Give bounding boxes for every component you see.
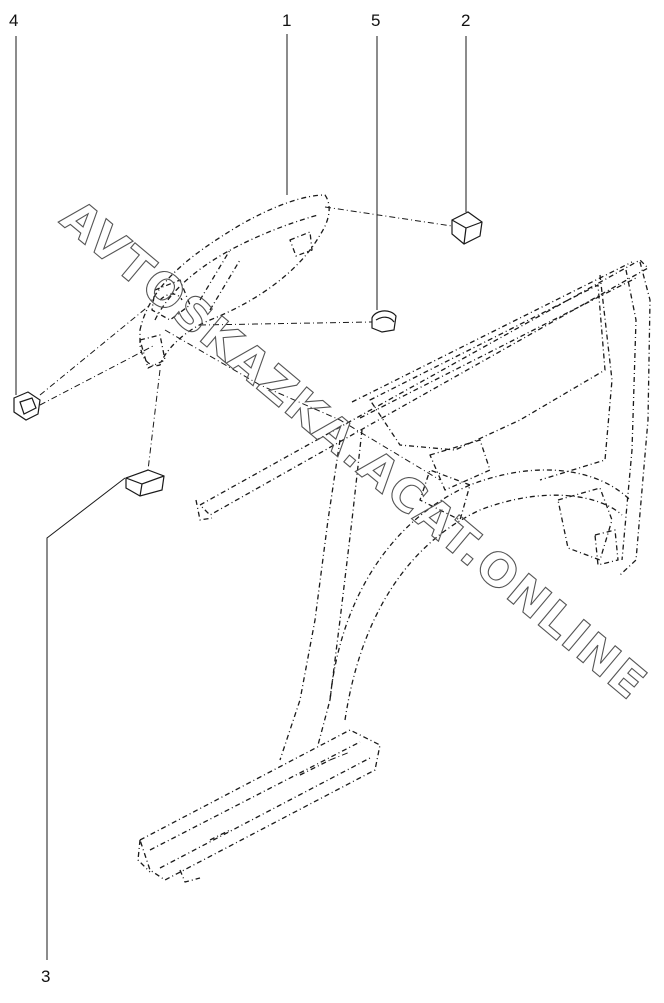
- callout-3: 3: [41, 967, 51, 986]
- part-4-clip: [13, 391, 41, 421]
- body-side-panel: [137, 259, 651, 883]
- part-5-clip: [371, 310, 397, 333]
- callout-1: 1: [282, 11, 292, 30]
- assembly-lines: [39, 206, 453, 761]
- part-1-assembly: [139, 194, 330, 369]
- part-3-clip: [125, 469, 165, 497]
- callout-5: 5: [371, 11, 381, 30]
- callout-4: 4: [9, 11, 19, 30]
- callout-leaders: [15, 34, 467, 960]
- callout-2: 2: [461, 11, 471, 30]
- part-2-clip: [451, 211, 483, 245]
